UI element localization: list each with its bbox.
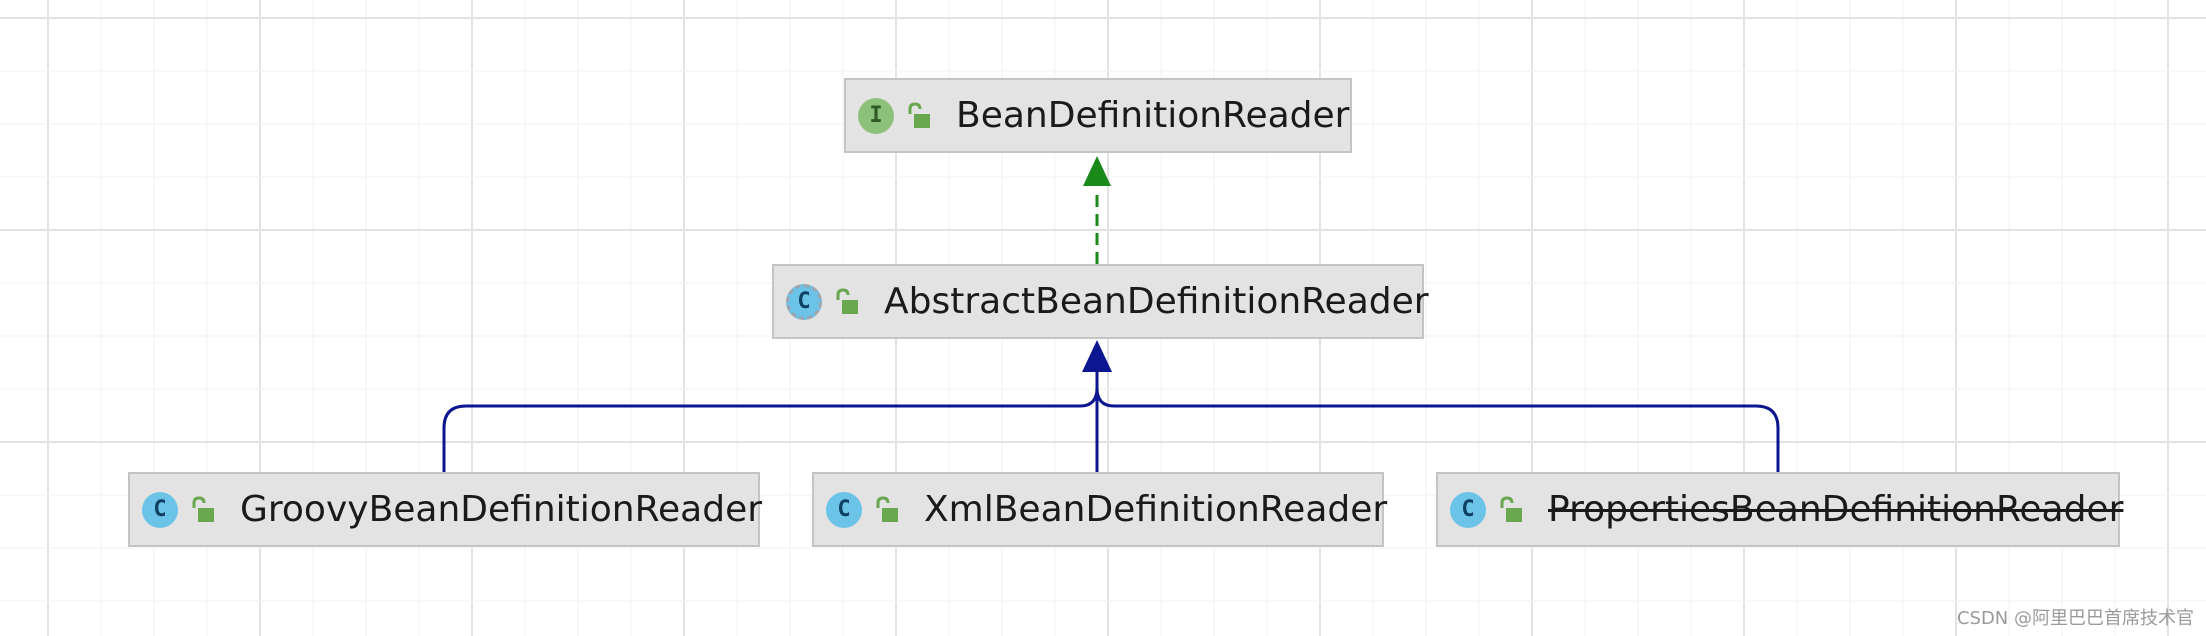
unlocked-icon — [1500, 495, 1522, 522]
class-icon: C — [142, 491, 178, 528]
extends-edge-properties — [1095, 370, 1780, 472]
node-label: AbstractBeanDefinitionReader — [884, 281, 1429, 322]
node-label-deprecated: PropertiesBeanDefinitionReader — [1548, 489, 2124, 530]
extends-edge-groovy — [442, 370, 1099, 472]
node-label: XmlBeanDefinitionReader — [924, 489, 1388, 530]
watermark: CSDN @阿里巴巴首席技术官 — [1956, 608, 2194, 629]
node-bean-definition-reader[interactable]: I BeanDefinitionReader — [844, 78, 1352, 153]
abstract-class-icon: C — [786, 283, 822, 320]
extends-arrowhead — [1082, 340, 1112, 372]
unlocked-icon — [836, 287, 858, 314]
node-label: GroovyBeanDefinitionReader — [240, 489, 763, 530]
node-properties-bean-definition-reader[interactable]: C PropertiesBeanDefinitionReader — [1436, 472, 2124, 547]
class-icon: C — [1450, 491, 1486, 528]
node-xml-bean-definition-reader[interactable]: C XmlBeanDefinitionReader — [812, 472, 1388, 547]
interface-icon: I — [858, 97, 894, 134]
node-abstract-bean-definition-reader[interactable]: C AbstractBeanDefinitionReader — [772, 264, 1429, 339]
node-label: BeanDefinitionReader — [956, 95, 1350, 136]
class-icon: C — [826, 491, 862, 528]
unlocked-icon — [876, 495, 898, 522]
implements-arrowhead — [1083, 156, 1111, 186]
unlocked-icon — [908, 101, 930, 128]
unlocked-icon — [192, 495, 214, 522]
node-groovy-bean-definition-reader[interactable]: C GroovyBeanDefinitionReader — [128, 472, 763, 547]
